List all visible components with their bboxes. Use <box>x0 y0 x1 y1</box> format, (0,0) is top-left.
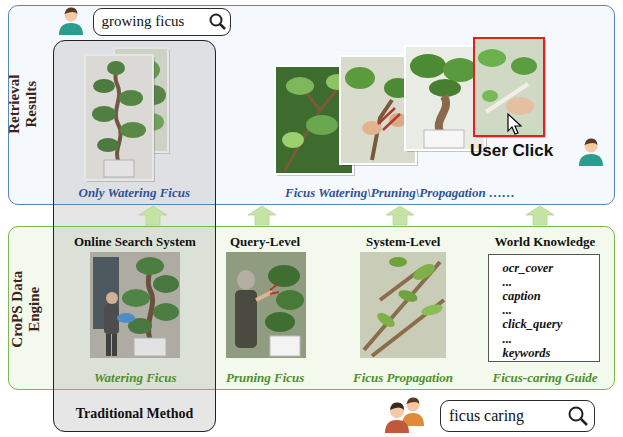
photo-part <box>345 67 375 89</box>
photo <box>226 252 306 358</box>
action-label: User Click <box>470 141 553 161</box>
photo-part <box>270 284 279 294</box>
box-label: growing ficus <box>102 13 185 30</box>
user-icon <box>579 138 603 166</box>
photo-part <box>474 38 544 136</box>
panel-title: Retrieval Results <box>6 68 41 140</box>
photo-part <box>360 252 446 358</box>
knowledge-item: caption <box>503 289 595 303</box>
photo-part <box>282 132 304 148</box>
knowledge-item: ocr_cover <box>503 261 595 275</box>
photo-part <box>226 252 306 358</box>
box-fill <box>93 8 231 36</box>
search-icon-part <box>581 419 587 425</box>
users-icon-part <box>407 397 420 404</box>
photo-part <box>420 302 444 317</box>
block-arrow <box>139 206 167 225</box>
photo-part <box>439 96 446 132</box>
photo <box>474 38 546 138</box>
knowledge-item: ... <box>503 275 595 289</box>
photo-part <box>478 49 506 67</box>
users-icon-part <box>390 402 404 410</box>
knowledge-item: click_query <box>503 317 595 331</box>
user-icon-part <box>579 154 603 166</box>
photo-part <box>424 130 464 148</box>
box-fill <box>488 254 600 362</box>
knowledge-item: ... <box>503 303 595 317</box>
knowledge-box: ocr_cover...caption...click_query...keyw… <box>488 254 600 362</box>
photo-part <box>265 312 295 332</box>
photo-part <box>410 54 446 78</box>
block-arrow <box>526 206 554 225</box>
block-arrow <box>386 206 414 225</box>
photo-part <box>506 97 534 115</box>
photo-part <box>306 115 338 135</box>
knowledge-item: ... <box>503 332 595 346</box>
caption: Pruning Ficus <box>226 371 304 386</box>
photo-part <box>276 290 304 310</box>
search-icon-part <box>220 24 225 29</box>
photo-part <box>237 270 255 290</box>
panel-title: CroPS Data Engine <box>9 267 44 351</box>
photo-part <box>389 257 407 267</box>
box-fill <box>440 400 595 432</box>
photo-part <box>482 90 498 102</box>
column-heading: System-Level <box>366 235 440 250</box>
photo-part <box>364 262 444 356</box>
box-label: Traditional Method <box>76 406 194 422</box>
photo-part <box>397 288 419 304</box>
photo-part <box>411 261 438 283</box>
photo-part <box>270 336 300 356</box>
photo-part <box>429 79 461 97</box>
results-panel: Retrieval Results growing ficus <box>8 5 615 205</box>
photo-part <box>268 265 300 287</box>
search-icon-part <box>211 15 222 26</box>
photo-part <box>286 77 314 95</box>
user-icon-part <box>59 23 83 35</box>
caption: Ficus Watering\Pruning\Propagation …… <box>285 186 515 201</box>
column-heading: World Knowledge <box>495 235 596 250</box>
photo-part <box>511 57 537 75</box>
user-icon-part <box>585 138 598 145</box>
users-icon-part <box>385 420 409 433</box>
user-icon-part <box>65 7 78 14</box>
block-arrow <box>248 206 276 225</box>
overlay-fill <box>53 40 216 432</box>
photo-part <box>375 310 397 330</box>
caption: Ficus Propagation <box>353 371 453 386</box>
search-box: ficus caring <box>440 400 595 432</box>
photo-part <box>443 58 477 82</box>
box-label: ficus caring <box>449 407 524 425</box>
caption: Ficus-caring Guide <box>493 371 598 386</box>
caption: Only Watering Ficus <box>79 186 190 201</box>
search-icon-part <box>570 408 583 421</box>
column-heading: Query-Level <box>230 235 300 250</box>
photo-part <box>256 292 272 300</box>
photo <box>360 252 446 358</box>
search-icon <box>211 15 226 30</box>
cursor-icon <box>508 114 521 134</box>
search-icon <box>570 408 588 426</box>
photo-part <box>378 108 400 130</box>
search-box: growing ficus <box>93 8 231 36</box>
users-icon <box>385 397 424 433</box>
caption: Watering Ficus <box>94 371 176 386</box>
user-icon <box>59 7 83 35</box>
photo-part <box>235 290 257 348</box>
engine-panel: CroPS Data Engineocr_cover...caption...c… <box>8 226 615 390</box>
column-heading: Online Search System <box>74 235 196 250</box>
knowledge-item: keywords <box>503 346 595 360</box>
